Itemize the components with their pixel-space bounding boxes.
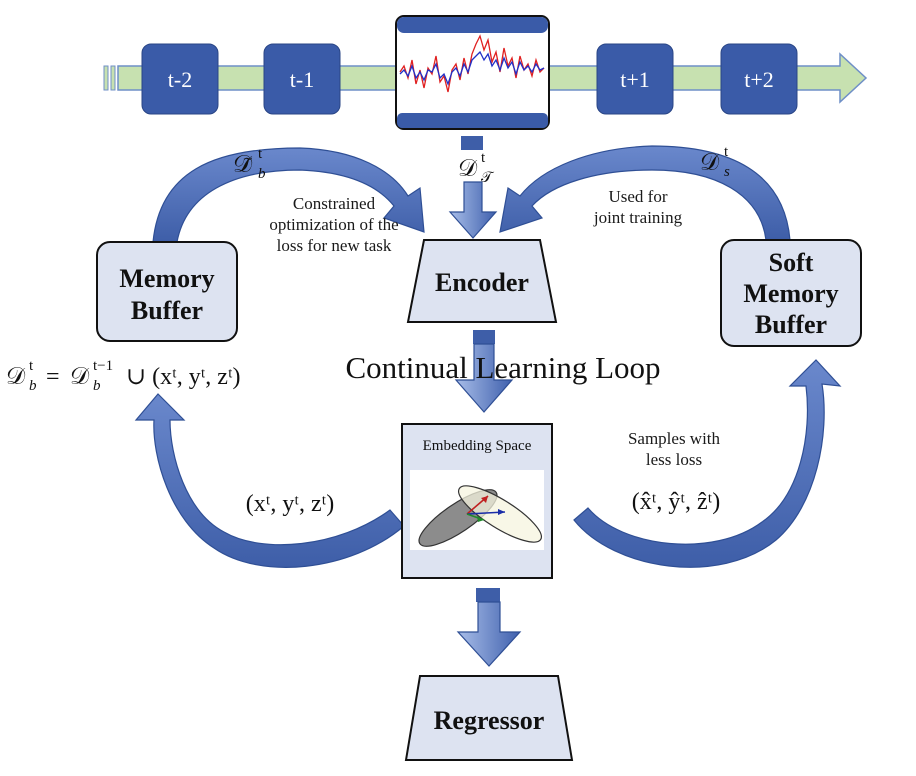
ds-sub: s xyxy=(724,164,730,180)
tuple-left: (xᵗ, yᵗ, zᵗ) xyxy=(246,491,334,517)
current-task-panel xyxy=(395,15,550,130)
timestep-label: t-1 xyxy=(290,67,314,92)
arrow-embedding-to-soft xyxy=(573,359,842,568)
db-tilde-sup: t xyxy=(258,146,263,162)
update-rhs: 𝒟 xyxy=(70,364,90,390)
regressor-block: Regressor xyxy=(404,675,574,761)
dt-sup: t xyxy=(481,150,486,166)
memory-buffer-line2: Buffer xyxy=(131,296,203,325)
signal-blue-line xyxy=(399,50,545,86)
embedding-title: Embedding Space xyxy=(423,438,532,454)
db-tilde-sub: b xyxy=(258,166,266,182)
arrow-memory-to-encoder xyxy=(152,147,425,243)
timestep-box: t-2 xyxy=(141,43,219,115)
timestep-label: t+1 xyxy=(620,67,650,92)
dt-symbol: 𝒟 xyxy=(458,156,478,182)
update-lhs-sup: t xyxy=(29,358,34,374)
timestep-label: t+2 xyxy=(744,67,774,92)
timeline-stripe xyxy=(110,65,116,91)
update-lhs: 𝒟 xyxy=(6,364,26,390)
constrained-line3: loss for new task xyxy=(277,236,392,255)
used-line1: Used for xyxy=(608,187,667,206)
label-dt: 𝒟 t 𝒯 xyxy=(458,150,495,186)
arrow-task-to-encoder xyxy=(448,136,498,239)
db-tilde-symbol: 𝒟̃ xyxy=(233,152,253,178)
loop-title: Continual Learning Loop xyxy=(345,350,660,385)
timeline-stripe xyxy=(103,65,109,91)
arrow-soft-to-encoder xyxy=(499,145,791,241)
used-line2: joint training xyxy=(593,208,683,227)
soft-memory-line3: Buffer xyxy=(755,310,827,339)
memory-buffer-box: Memory Buffer xyxy=(96,241,238,342)
samples-line2: less loss xyxy=(646,450,702,469)
soft-memory-buffer-box: Soft Memory Buffer xyxy=(720,239,862,347)
arrow-embedding-to-regressor xyxy=(456,588,522,667)
timestep-box: t-1 xyxy=(263,43,341,115)
soft-memory-line1: Soft xyxy=(769,248,814,277)
signal-red-line xyxy=(399,34,545,93)
ds-sup: t xyxy=(724,144,729,160)
arrow-embedding-to-memory xyxy=(134,393,405,568)
memory-buffer-line1: Memory xyxy=(119,264,214,293)
constrained-line1: Constrained xyxy=(293,194,376,213)
timestep-box: t+2 xyxy=(720,43,798,115)
label-ds: 𝒟 t s xyxy=(700,144,730,180)
timestep-label: t-2 xyxy=(168,67,192,92)
update-equation: 𝒟 t b = 𝒟 t−1 b ∪ (xᵗ, yᵗ, zᵗ) xyxy=(6,358,241,394)
encoder-block: Encoder xyxy=(406,239,558,323)
regressor-label: Regressor xyxy=(434,706,545,735)
soft-memory-line2: Memory xyxy=(743,279,838,308)
label-db-tilde: 𝒟̃ t b xyxy=(233,146,266,182)
update-rhs-sup: t−1 xyxy=(93,358,113,374)
samples-line1: Samples with xyxy=(628,429,721,448)
encoder-label: Encoder xyxy=(435,268,529,297)
ds-symbol: 𝒟 xyxy=(700,150,720,176)
tuple-right: (x̂ᵗ, ŷᵗ, ẑᵗ) xyxy=(632,489,720,515)
embedding-space-box: Embedding Space xyxy=(401,423,553,579)
timeline: t-2 t-1 t+1 t+2 xyxy=(103,15,868,130)
update-rhs-sub: b xyxy=(93,378,101,394)
constrained-line2: optimization of the xyxy=(269,215,398,234)
dt-sub: 𝒯 xyxy=(481,170,495,186)
update-eq-sign: = xyxy=(40,364,66,390)
timestep-box: t+1 xyxy=(596,43,674,115)
update-lhs-sub: b xyxy=(29,378,37,394)
update-union: ∪ (xᵗ, yᵗ, zᵗ) xyxy=(126,364,241,390)
arrow-encoder-to-embedding xyxy=(454,330,514,413)
